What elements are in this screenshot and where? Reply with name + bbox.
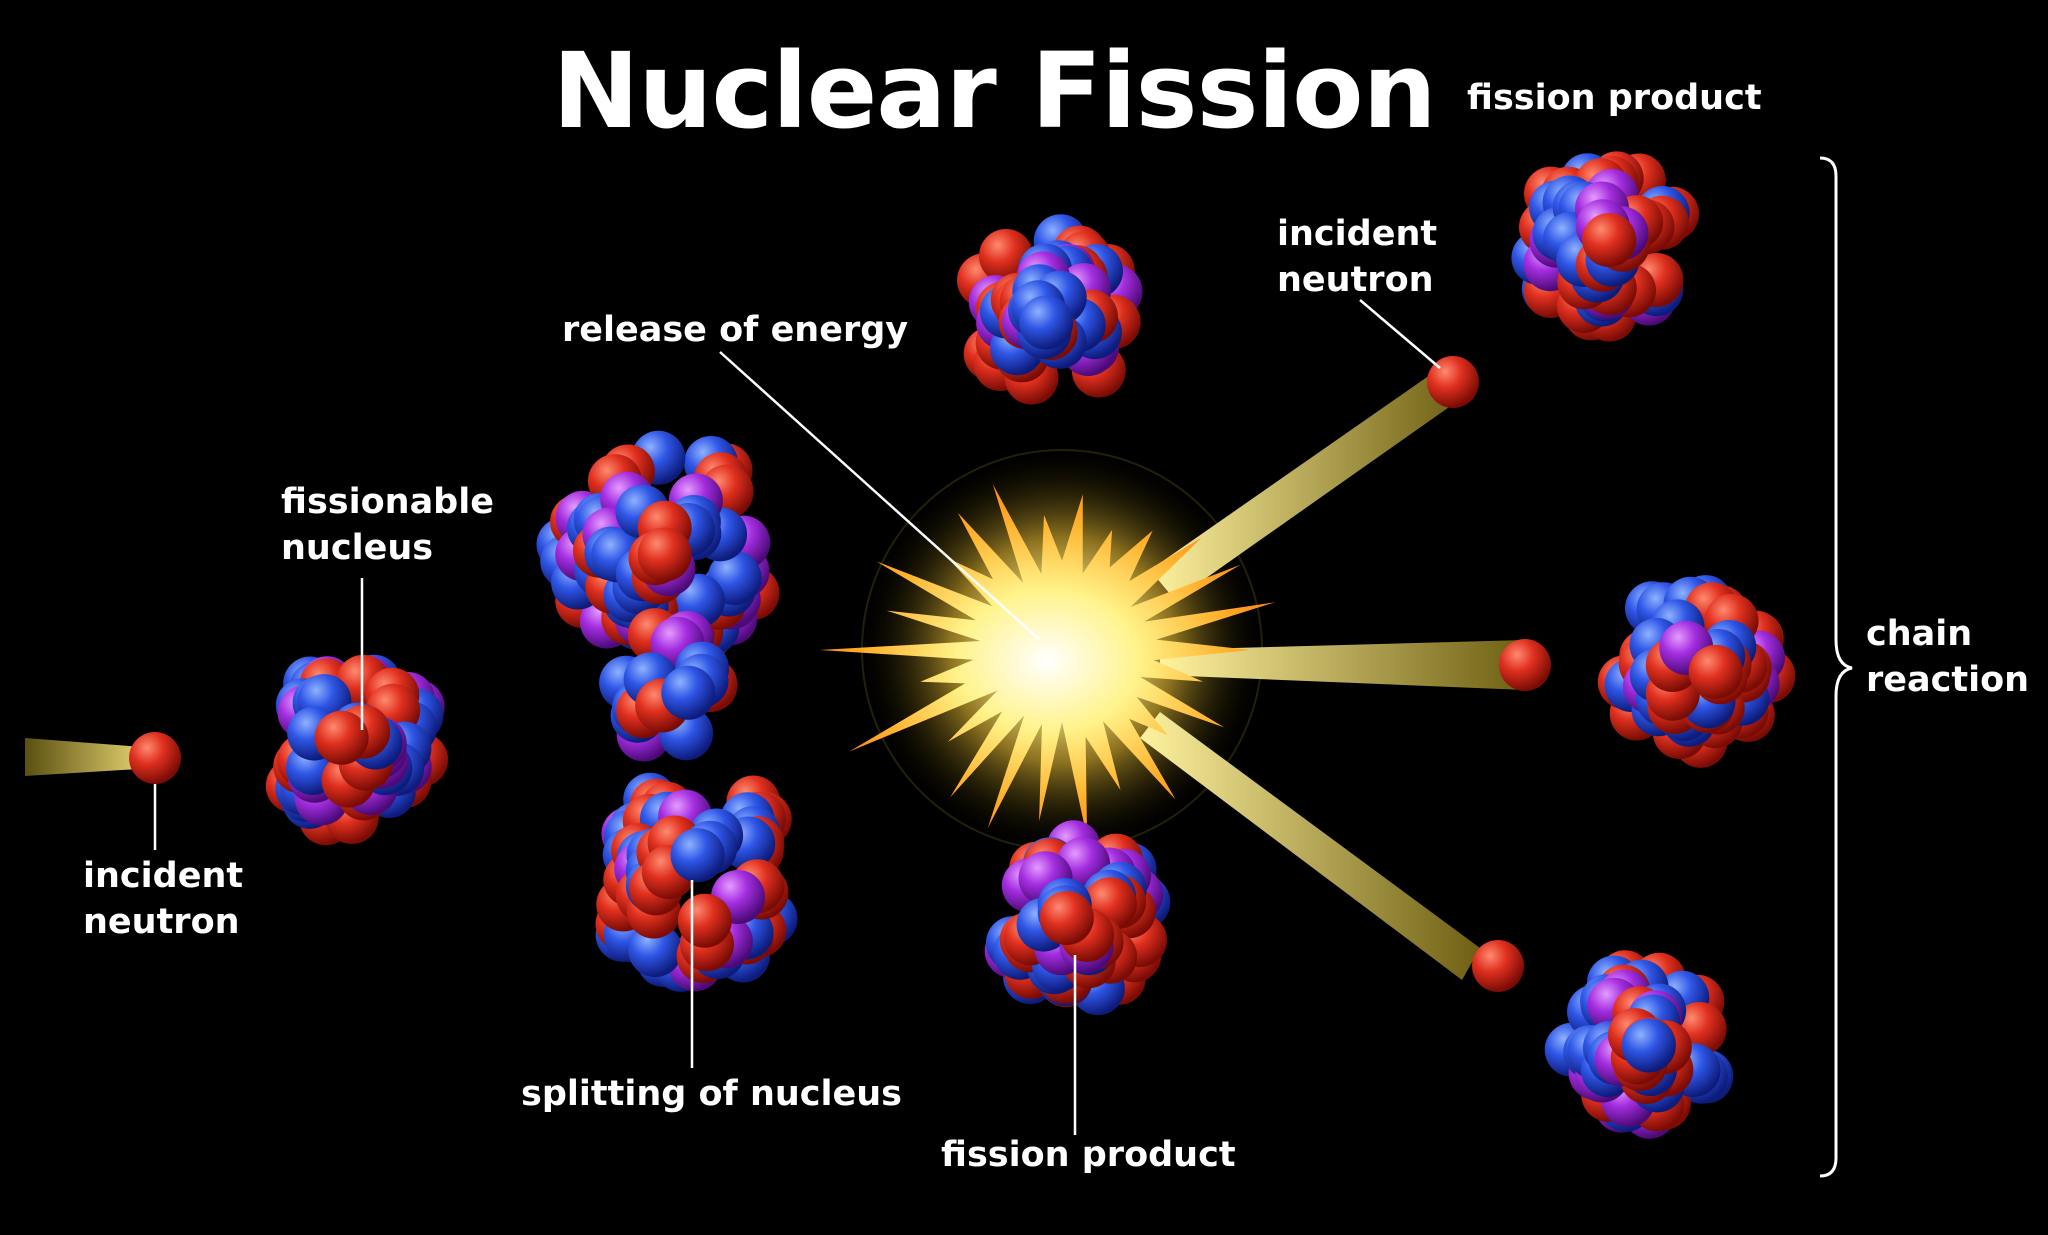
- label-fissionable-nucleus: fissionable nucleus: [281, 482, 494, 568]
- nucleon: [677, 893, 732, 948]
- nucleon: [628, 923, 683, 978]
- nucleon: [637, 527, 692, 582]
- label-splitting-of-nucleus: splitting of nucleus: [521, 1074, 903, 1114]
- incident-neutron-left: [129, 732, 181, 784]
- chain-product-3: [1544, 950, 1734, 1139]
- emitted-neutron-lower: [1472, 940, 1524, 992]
- label-release-of-energy: release of energy: [562, 310, 909, 350]
- label-incident-neutron-left: incident neutron: [83, 856, 244, 942]
- fission-product-bottom-center: [984, 820, 1171, 1016]
- chain-reaction-brace: [1819, 156, 1853, 1178]
- nucleon: [314, 710, 369, 765]
- beam-upper: [1150, 368, 1462, 600]
- nucleon: [1019, 295, 1074, 350]
- nucleon: [1621, 1018, 1676, 1073]
- nucleon: [670, 828, 725, 883]
- label-chain-reaction: chain reaction: [1866, 614, 2030, 700]
- energy-burst: [819, 484, 1276, 838]
- nucleon: [1688, 644, 1743, 699]
- label-fission-product-bottom: fission product: [941, 1135, 1236, 1175]
- incident-neutron-beam: [25, 738, 155, 776]
- beam-lower: [1140, 712, 1480, 980]
- emitted-neutron-upper: [1427, 356, 1479, 408]
- splitting-nucleus-top: [536, 430, 780, 762]
- emitted-neutron-middle: [1499, 639, 1551, 691]
- splitting-nucleus-bottom: [595, 772, 798, 992]
- chain-product-2: [1597, 575, 1796, 768]
- leader-release-energy: [719, 351, 1041, 641]
- nucleon: [661, 665, 716, 720]
- fission-product-top-center: [957, 214, 1143, 405]
- nucleon: [1039, 891, 1094, 946]
- chain-product-1: [1511, 151, 1700, 342]
- label-fission-product-top: fission product: [1467, 78, 1762, 118]
- beam-middle: [1160, 640, 1525, 690]
- nucleon: [1582, 213, 1637, 268]
- page-title: Nuclear Fission: [552, 30, 1436, 152]
- label-incident-neutron-right: incident neutron: [1277, 214, 1438, 300]
- leader-incident-neutron-right: [1359, 299, 1441, 369]
- fissionable-nucleus: [265, 654, 449, 846]
